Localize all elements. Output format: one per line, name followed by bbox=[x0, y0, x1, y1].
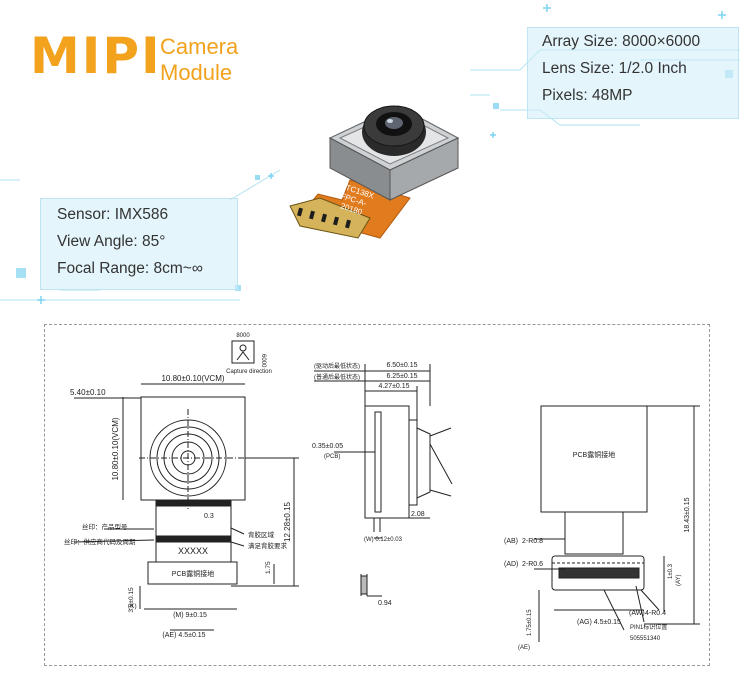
front-xxxxx: XXXXX bbox=[178, 546, 208, 556]
back-aw: (AW) bbox=[629, 610, 645, 617]
back-pin-label: PIN1标识位置 bbox=[630, 623, 667, 631]
back-dim-103: 1±0.3 bbox=[668, 563, 674, 579]
spec-lens-size: Lens Size: 1/2.0 Inch bbox=[542, 60, 687, 77]
back-ay: (AY) bbox=[676, 574, 682, 586]
spec-view-angle: View Angle: 85° bbox=[57, 233, 166, 250]
back-ab-r: 2-R0.8 bbox=[522, 538, 543, 545]
back-pcb-label: PCB露铜接地 bbox=[573, 450, 615, 459]
front-offset-dim: 5.40±0.10 bbox=[70, 388, 106, 397]
spec-pixels: Pixels: 48MP bbox=[542, 87, 633, 104]
back-ad-r: 2-R0.6 bbox=[522, 561, 543, 568]
front-vcm-outline bbox=[140, 396, 246, 501]
front-label-right2: 满足背胶要求 bbox=[248, 541, 288, 550]
side-label-top1: (驱动后最低状态) bbox=[314, 362, 360, 370]
back-ae: (AE) bbox=[518, 645, 530, 651]
back-connector: 505551340 bbox=[630, 636, 661, 642]
front-dim-175: 1.75 bbox=[265, 561, 272, 574]
spec-box-right: Array Size: 8000×6000 Lens Size: 1/2.0 I… bbox=[527, 27, 739, 119]
svg-text:8000: 8000 bbox=[236, 333, 250, 339]
back-ab: (AB) bbox=[504, 538, 518, 545]
spec-box-left: Sensor: IMX586 View Angle: 85° Focal Ran… bbox=[40, 198, 238, 290]
capture-direction-box: 8000 6000 Capture direction bbox=[226, 333, 272, 375]
title-subtitle: Camera Module bbox=[160, 34, 238, 86]
side-dim-625: 6.25±0.15 bbox=[386, 373, 417, 380]
title-line-module: Module bbox=[160, 60, 233, 85]
svg-text:6000: 6000 bbox=[260, 354, 266, 368]
back-dim-height: 18.43±0.15 bbox=[684, 497, 691, 532]
side-dim-pcb: (PCB) bbox=[324, 454, 340, 460]
front-dim-k: (K) bbox=[128, 603, 137, 610]
back-aw-r: 4-R0.4 bbox=[645, 610, 666, 617]
front-dim-ae: (AE) 4.5±0.15 bbox=[162, 632, 205, 639]
front-label-right1: 背胶区域 bbox=[248, 530, 275, 539]
front-pcb-label: PCB露铜接地 bbox=[172, 569, 214, 578]
side-dim-427: 4.27±0.15 bbox=[378, 383, 409, 390]
back-dim-175: 1.75±0.15 bbox=[527, 609, 533, 636]
title-line-camera: Camera bbox=[160, 34, 239, 59]
side-label-top2: (普通后最低状态) bbox=[314, 373, 360, 381]
svg-text:Capture direction: Capture direction bbox=[226, 369, 272, 375]
side-dim-650: 6.50±0.15 bbox=[386, 362, 417, 369]
technical-drawing: 8000 6000 Capture direction 10.80±0.10(V… bbox=[64, 333, 700, 651]
front-dim-m: (M) 9±0.15 bbox=[173, 612, 207, 619]
technical-drawing-frame bbox=[44, 324, 710, 666]
side-dim-035: 0.35±0.05 bbox=[312, 443, 343, 450]
back-ad: (AD) bbox=[504, 561, 518, 568]
front-label-left2: 丝印：供应商代码及周期 bbox=[64, 537, 136, 546]
title-mipi: MIPI bbox=[30, 27, 162, 85]
spec-array-size: Array Size: 8000×6000 bbox=[542, 33, 701, 50]
front-label-left1: 丝印：产品型号 bbox=[82, 522, 128, 531]
side-dim-094: 0.94 bbox=[378, 600, 392, 607]
front-dim-35: 3.5±0.15 bbox=[128, 587, 135, 613]
side-dim-208: 2.08 bbox=[411, 511, 425, 518]
front-width-dim: 10.80±0.10(VCM) bbox=[161, 374, 224, 383]
spec-sensor: Sensor: IMX586 bbox=[57, 206, 169, 223]
front-height-dim: 10.80±0.10(VCM) bbox=[111, 417, 120, 480]
spec-focal-range: Focal Range: 8cm~∞ bbox=[57, 260, 203, 277]
camera-module-image: STC138X FPC-A- 20180 bbox=[289, 105, 460, 239]
front-fpc-width: 0.3 bbox=[204, 513, 214, 520]
front-total-dim: 12.28±0.15 bbox=[283, 501, 292, 542]
side-dim-012: (W) 0.12±0.03 bbox=[364, 537, 403, 543]
back-ag: (AG) 4.5±0.15 bbox=[577, 619, 621, 626]
